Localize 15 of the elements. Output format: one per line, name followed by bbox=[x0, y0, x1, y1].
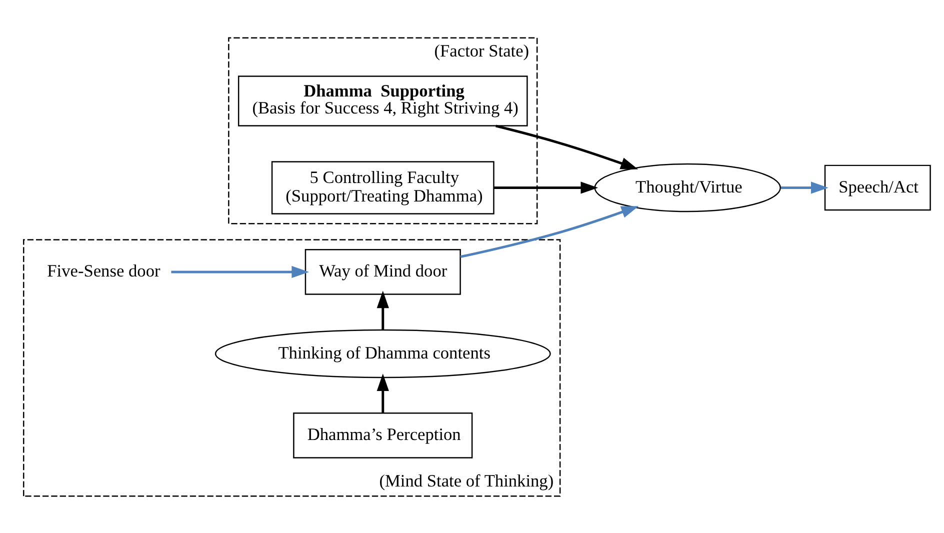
node-box: Way of Mind door bbox=[304, 248, 461, 294]
node-ellipse: Thought/Virtue bbox=[594, 162, 781, 212]
arrow bbox=[376, 290, 389, 330]
node-box: Dhamma’s Perception bbox=[293, 412, 473, 458]
arrow bbox=[376, 373, 389, 413]
node-text: Five-Sense door bbox=[47, 261, 160, 280]
arrow bbox=[171, 265, 310, 278]
node-box: 5 Controlling Faculty (Support/Treating Dhamma) bbox=[271, 160, 494, 214]
node-box: Speech/Act bbox=[824, 164, 931, 210]
arrow bbox=[496, 124, 638, 169]
arrow bbox=[780, 181, 828, 194]
node-ellipse: Thinking of Dhamma contents bbox=[214, 328, 551, 378]
node-box: Dhamma Supporting (Basis for Success 4, Right Striving 4) bbox=[238, 75, 528, 126]
arrow bbox=[460, 206, 639, 258]
arrow bbox=[494, 181, 598, 194]
